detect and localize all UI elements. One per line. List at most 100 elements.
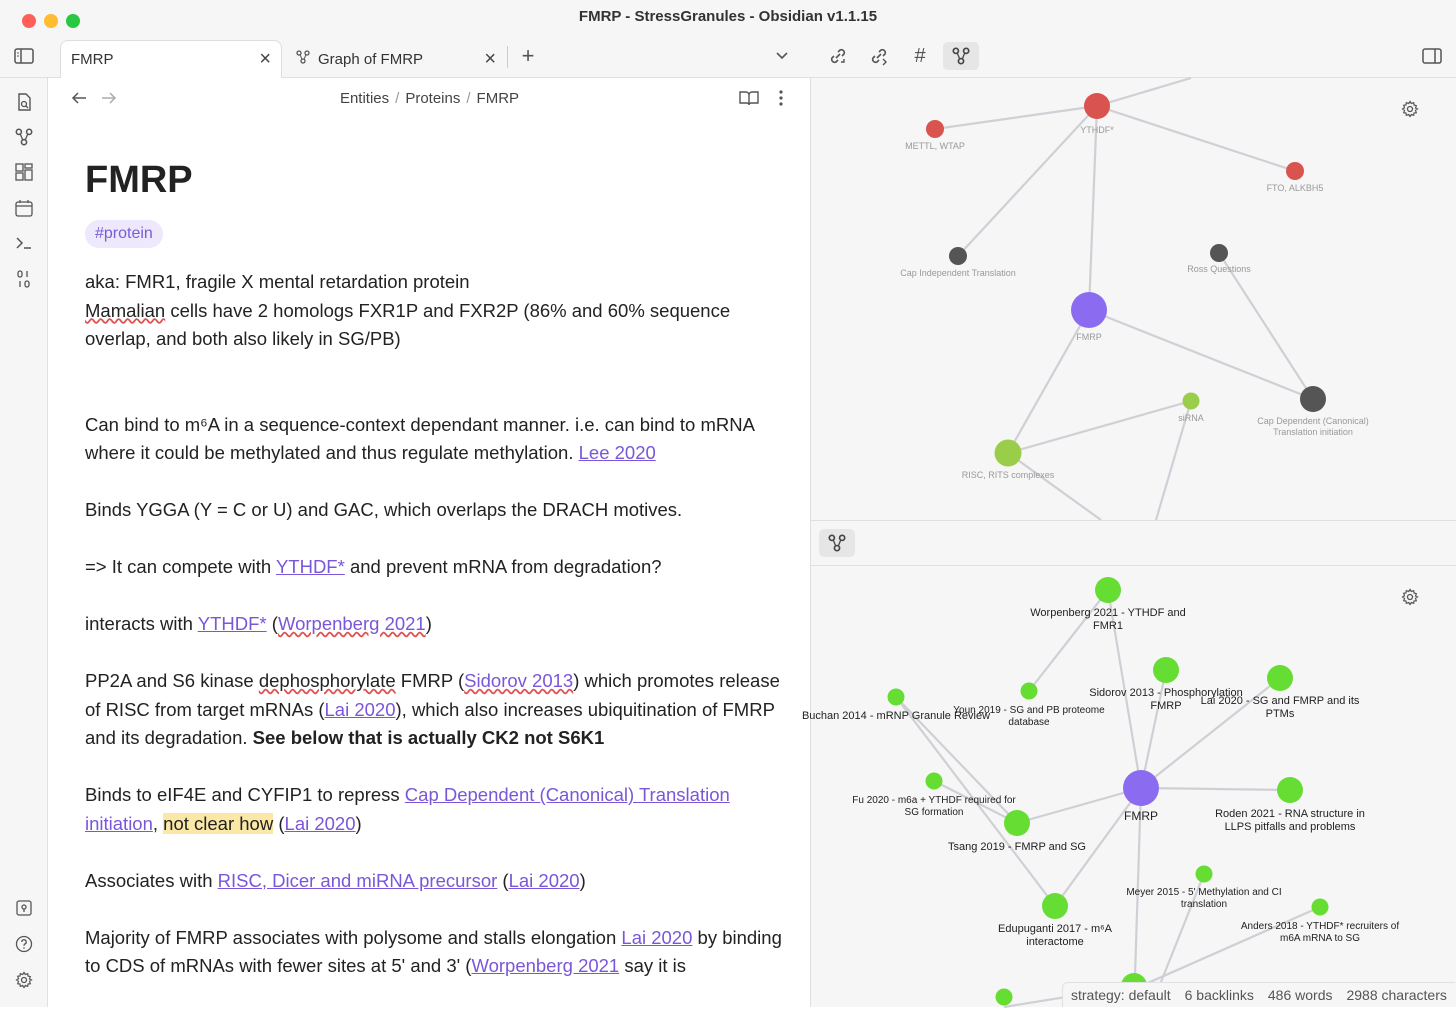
graph-node-fu-2020[interactable] [925, 772, 943, 790]
breadcrumb-item[interactable]: Proteins [405, 90, 461, 107]
graph-label: Cap Dependent (Canonical) [1257, 416, 1369, 426]
backlink-graph-canvas[interactable]: Worpenberg 2021 - YTHDF and FMR1 Buchan … [802, 566, 1456, 1009]
close-tab-icon[interactable]: × [259, 48, 271, 70]
editor-pane: Entities/Proteins/FMRP FMRP #protein aka… [49, 78, 810, 1007]
status-strategy[interactable]: strategy: default [1071, 987, 1171, 1003]
status-word-count: 486 words [1267, 987, 1333, 1003]
graph-node-ross-questions[interactable] [1210, 244, 1228, 262]
note-title[interactable]: FMRP [85, 159, 193, 201]
link-lai-2020[interactable]: Lai 2020 [284, 812, 356, 834]
link-lee-2020[interactable]: Lee 2020 [578, 442, 656, 463]
graph-node-fmrp[interactable] [1123, 770, 1159, 806]
link-sidorov-2013[interactable]: Sidorov 2013 [464, 670, 574, 691]
graph-node-sidorov-2013[interactable] [1153, 657, 1179, 683]
text-span: and prevent mRNA from degradation? [344, 556, 662, 577]
tag-protein[interactable]: #protein [85, 220, 163, 248]
graph-node-anders-2018[interactable] [1311, 898, 1329, 916]
graph-label: FTO, ALKBH5 [1267, 183, 1324, 193]
tab-bar: FMRP × Graph of FMRP × + # [0, 34, 1456, 78]
close-window-button[interactable] [22, 14, 36, 28]
text-span: FMRP ( [395, 670, 465, 691]
sidebar-toggle-icon[interactable] [6, 42, 42, 70]
graph-tab-icon[interactable] [819, 529, 855, 557]
breadcrumb-item[interactable]: FMRP [476, 90, 520, 107]
outgoing-links-icon[interactable] [861, 42, 897, 70]
graph-node-buchan-2014[interactable] [887, 688, 905, 706]
binary-icon[interactable] [6, 265, 42, 293]
local-graph-canvas[interactable]: YTHDF* METTL, WTAP FTO, ALKBH5 Cap Indep… [811, 76, 1456, 521]
link-lai-2020[interactable]: Lai 2020 [324, 698, 396, 720]
tab-graph-of-fmrp[interactable]: Graph of FMRP × [286, 40, 506, 78]
text-span: PP2A and S6 kinase [85, 670, 259, 691]
graph-node-fmrp[interactable] [1071, 292, 1107, 328]
text-span: cells have 2 homologs FXR1P and FXR2P (8… [85, 299, 731, 350]
text-span: by binding to CDS of mRNAs with fewer si… [85, 926, 782, 977]
graph-node-youn-2019[interactable] [1020, 682, 1038, 700]
breadcrumb-item[interactable]: Entities [339, 90, 390, 107]
vault-switcher-icon[interactable] [6, 894, 42, 922]
graph-node-worpenberg-2021[interactable] [1095, 577, 1121, 603]
link-worpenberg-2021[interactable]: Worpenberg 2021 [471, 955, 620, 976]
open-quick-switcher-icon[interactable] [6, 88, 42, 116]
terminal-icon[interactable] [6, 229, 42, 257]
chevron-down-icon[interactable] [764, 42, 800, 70]
more-options-icon[interactable] [763, 84, 799, 112]
graph-node-sirna[interactable] [1182, 392, 1200, 410]
note-content[interactable]: FMRP #protein aka: FMR1, fragile X menta… [85, 158, 785, 1009]
backlink-graph-pane[interactable]: Worpenberg 2021 - YTHDF and FMR1 Buchan … [802, 566, 1456, 1009]
text-span: ), which also increases ubiquitination o… [85, 698, 775, 749]
graph-node-meyer-2015[interactable] [1195, 865, 1213, 883]
tab-divider [507, 46, 508, 68]
graph-label: Roden 2021 - RNA structure in [1215, 808, 1365, 820]
aka-line: aka: FMR1, fragile X mental retardation … [85, 271, 470, 292]
status-bar: strategy: default 6 backlinks 486 words … [1062, 982, 1455, 1007]
canvas-icon[interactable] [6, 158, 42, 186]
close-tab-icon[interactable]: × [484, 47, 496, 70]
graph-node-edupuganti-2017[interactable] [1042, 893, 1068, 919]
tab-fmrp[interactable]: FMRP × [60, 40, 282, 78]
local-graph-pane[interactable]: YTHDF* METTL, WTAP FTO, ALKBH5 Cap Indep… [811, 76, 1456, 521]
right-sidebar-toggle-icon[interactable] [1414, 42, 1450, 70]
link-risc-dicer[interactable]: RISC, Dicer and miRNA precursor [217, 869, 498, 891]
graph-node-roden-2021[interactable] [1277, 777, 1303, 803]
back-arrow-icon[interactable] [61, 84, 97, 112]
link-cap-dependent-translation[interactable]: Cap Dependent (Canonical) Translation in… [85, 784, 730, 834]
graph-node-tsang-2019[interactable] [1004, 810, 1030, 836]
graph-settings-icon[interactable] [1401, 588, 1437, 616]
polysome-paragraph: Majority of FMRP associates with polysom… [85, 924, 785, 981]
tags-icon[interactable]: # [914, 44, 926, 67]
local-graph-icon[interactable] [943, 42, 979, 70]
link-ythdf[interactable]: YTHDF* [275, 556, 345, 577]
graph-label: siRNA [1178, 413, 1204, 423]
settings-icon[interactable] [6, 966, 42, 994]
link-lai-2020[interactable]: Lai 2020 [508, 869, 580, 891]
graph-node-partial[interactable] [995, 988, 1013, 1006]
graph-node-ythdf[interactable] [1084, 93, 1110, 119]
reading-view-icon[interactable] [731, 84, 767, 112]
forward-arrow-icon[interactable] [91, 84, 127, 112]
backlinks-icon[interactable] [820, 42, 856, 70]
help-icon[interactable] [6, 930, 42, 958]
status-backlinks[interactable]: 6 backlinks [1184, 987, 1254, 1003]
graph-view-icon[interactable] [6, 123, 42, 151]
text-span: ( [266, 613, 278, 634]
graph-node-cap-dependent-translation[interactable] [1300, 386, 1326, 412]
graph-settings-icon[interactable] [1401, 100, 1437, 128]
m6a-paragraph: Can bind to m⁶A in a sequence-context de… [85, 411, 785, 468]
graph-label: Sidorov 2013 - Phosphorylation [1089, 687, 1242, 699]
graph-node-fto-alkbh5[interactable] [1286, 162, 1304, 180]
new-tab-icon[interactable]: + [521, 43, 535, 68]
calendar-icon[interactable] [6, 194, 42, 222]
pane-divider[interactable] [810, 78, 811, 1007]
link-worpenberg-2021[interactable]: Worpenberg 2021 [277, 613, 426, 634]
graph-label: database [1008, 717, 1050, 728]
minimize-window-button[interactable] [44, 14, 58, 28]
graph-node-mettl-wtap[interactable] [926, 120, 944, 138]
graph-node-lai-2020[interactable] [1267, 665, 1293, 691]
link-ythdf[interactable]: YTHDF* [197, 613, 267, 634]
graph-node-risc-rits[interactable] [994, 439, 1022, 467]
maximize-window-button[interactable] [66, 14, 80, 28]
link-lai-2020[interactable]: Lai 2020 [621, 926, 693, 948]
graph-node-cap-independent-translation[interactable] [949, 247, 967, 265]
